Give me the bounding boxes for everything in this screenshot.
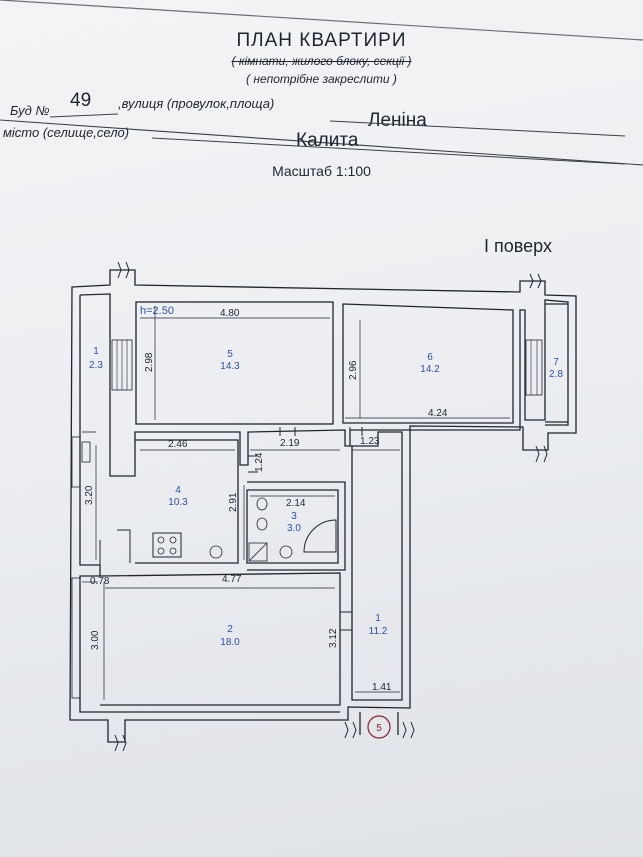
building-label: Буд №: [10, 103, 50, 118]
dim-3-12: 3.12: [328, 628, 339, 648]
page-title: ПЛАН КВАРТИРИ: [236, 30, 407, 51]
room-3-area: 3.0: [287, 523, 301, 534]
room-6-area: 14.2: [420, 364, 440, 375]
room-5-number: 5: [227, 349, 233, 360]
room-2-area: 18.0: [220, 637, 240, 648]
room-4-area: 10.3: [168, 497, 188, 508]
dim-1-41: 1.41: [372, 682, 392, 693]
street-label: ,вулиця (провулок,площа): [118, 96, 275, 111]
entrance-marker: 5: [376, 723, 382, 734]
room-3-number: 3: [291, 511, 297, 522]
room-2-number: 2: [227, 624, 233, 635]
building-number: 49: [70, 90, 92, 111]
dim-4-80: 4.80: [220, 308, 240, 319]
dim-2-19: 2.19: [280, 438, 300, 449]
room-5-area: 14.3: [220, 361, 240, 372]
city-value: Калита: [296, 130, 359, 151]
scale-label: Масштаб 1:100: [272, 163, 371, 179]
room-1a-number: 1: [93, 346, 99, 357]
room-7-number: 7: [553, 357, 559, 368]
subtitle-struck-text: ( кімнати, жилого блоку, секції ): [231, 54, 412, 68]
dim-0-78: 0.78: [90, 576, 110, 587]
dim-2-91: 2.91: [228, 492, 239, 512]
dim-2-98: 2.98: [144, 352, 155, 372]
dim-2-46: 2.46: [168, 439, 188, 450]
dim-1-24: 1.24: [254, 452, 265, 472]
subtitle-struck: ( кімнати, жилого блоку, секції ): [0, 54, 643, 68]
room-6-number: 6: [427, 352, 433, 363]
room-4-number: 4: [175, 485, 181, 496]
room-7-area: 2.8: [549, 369, 563, 380]
dim-2-14: 2.14: [286, 498, 306, 509]
ceiling-height: h=2.50: [140, 305, 174, 317]
subtitle-note: ( непотрібне закреслити ): [246, 72, 397, 86]
dim-4-24: 4.24: [428, 408, 448, 419]
room-1a-area: 2.3: [89, 360, 103, 371]
dim-1-23: 1.23: [360, 436, 380, 447]
dim-4-77: 4.77: [222, 574, 242, 585]
dim-2-96: 2.96: [348, 360, 359, 380]
city-label: місто (селище,село): [3, 125, 130, 140]
room-1b-area: 11.2: [369, 626, 388, 637]
street-value: Леніна: [368, 110, 427, 131]
dim-3-20: 3.20: [84, 485, 95, 505]
room-1b-number: 1: [375, 613, 381, 624]
floor-label: І поверх: [484, 236, 552, 256]
dim-3-00: 3.00: [90, 630, 101, 650]
